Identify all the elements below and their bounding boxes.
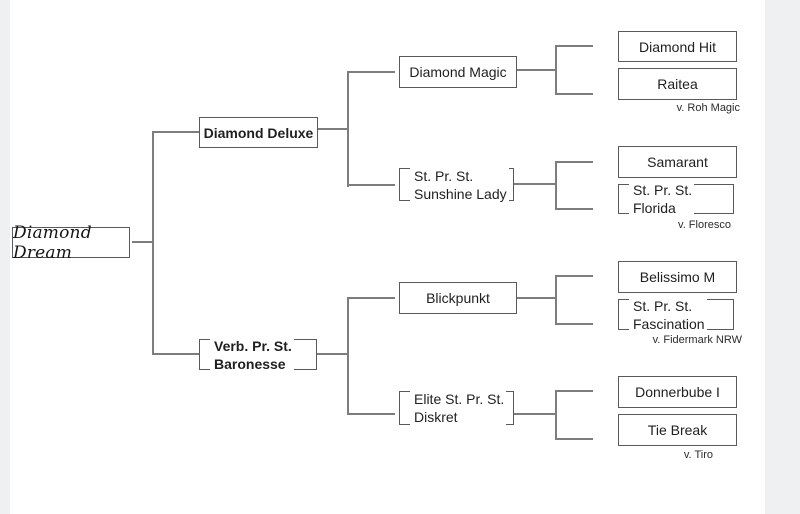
node-raitea: Raitea [618, 68, 737, 100]
node-label: Elite St. Pr. St. Diskret [410, 389, 507, 427]
connector-line [317, 353, 347, 355]
connector-line [514, 413, 555, 415]
connector-line [347, 297, 395, 299]
connector-line [152, 353, 199, 355]
node-label: Donnerbube I [635, 384, 720, 400]
node-label: Raitea [657, 76, 698, 92]
sire-note-florida: v. Floresco [678, 219, 731, 231]
connector-line [555, 323, 593, 325]
node-diskret: Elite St. Pr. St. Diskret [399, 389, 514, 427]
node-blickpunkt: Blickpunkt [399, 282, 517, 314]
connector-line [347, 71, 349, 187]
connector-line [555, 45, 593, 47]
node-label: St. Pr. St. Sunshine Lady [410, 165, 509, 204]
connector-line [347, 297, 349, 415]
node-label-line2: Sunshine Lady [414, 185, 507, 202]
node-label: St. Pr. St. Fascination [629, 295, 707, 334]
node-baronesse: Verb. Pr. St. Baronesse [199, 335, 317, 374]
node-label: Samarant [647, 154, 708, 170]
node-diamond-deluxe: Diamond Deluxe [199, 117, 318, 148]
node-label-line1: St. Pr. St. [414, 167, 474, 184]
connector-line [555, 161, 557, 210]
node-donnerbube-i: Donnerbube I [618, 376, 737, 408]
connector-line [152, 131, 154, 355]
connector-line [517, 297, 555, 299]
node-label: St. Pr. St. Florida [629, 180, 695, 218]
node-label: Verb. Pr. St. Baronesse [210, 335, 294, 374]
node-label-line1: St. Pr. St. [633, 297, 693, 314]
connector-line [555, 275, 557, 325]
connector-line [555, 161, 593, 163]
node-samarant: Samarant [618, 146, 737, 178]
connector-line [152, 131, 199, 133]
node-label-line2: Fascination [633, 315, 705, 332]
sire-note-tie-break: v. Tiro [683, 449, 713, 461]
connector-line [132, 241, 152, 243]
node-label: Diamond Deluxe [203, 124, 314, 141]
connector-line [555, 438, 593, 440]
node-belissimo-m: Belissimo M [618, 261, 737, 293]
connector-line [555, 93, 593, 95]
connector-line [318, 128, 348, 130]
connector-line [347, 413, 395, 415]
connector-line [514, 183, 555, 185]
node-diamond-hit: Diamond Hit [618, 31, 737, 62]
connector-line [555, 45, 557, 95]
node-diamond-dream: Diamond Dream [12, 223, 130, 263]
node-label-line2: Diskret [414, 409, 458, 425]
node-label-line2: Baronesse [214, 355, 286, 372]
node-label: Diamond Hit [638, 38, 717, 55]
sire-note-raitea: v. Roh Magic [676, 102, 740, 114]
node-label: Diamond Magic [409, 64, 507, 80]
connector-line [347, 71, 395, 73]
connector-line [555, 275, 593, 277]
node-tie-break: Tie Break [618, 414, 737, 446]
connector-line [555, 208, 593, 210]
node-florida: St. Pr. St. Florida [618, 180, 734, 218]
node-label-line1: Verb. Pr. St. [214, 337, 292, 354]
node-label-line1: Elite St. Pr. St. [414, 391, 505, 407]
node-diamond-magic: Diamond Magic [399, 56, 517, 88]
node-label: Diamond Dream [13, 222, 92, 263]
page-margin-left [0, 0, 10, 514]
node-fascination: St. Pr. St. Fascination [618, 295, 734, 334]
connector-line [555, 390, 557, 440]
connector-line [555, 390, 593, 392]
page-margin-right [765, 0, 800, 514]
node-label: Blickpunkt [426, 290, 490, 306]
sire-note-fascination: v. Fidermark NRW [652, 334, 742, 346]
node-label: Belissimo M [639, 269, 716, 285]
node-label-line2: Florida [633, 200, 676, 216]
node-sunshine-lady: St. Pr. St. Sunshine Lady [399, 165, 514, 204]
connector-line [517, 69, 555, 71]
node-label: Tie Break [647, 422, 708, 438]
connector-line [347, 184, 395, 186]
node-label-line1: St. Pr. St. [633, 182, 693, 198]
